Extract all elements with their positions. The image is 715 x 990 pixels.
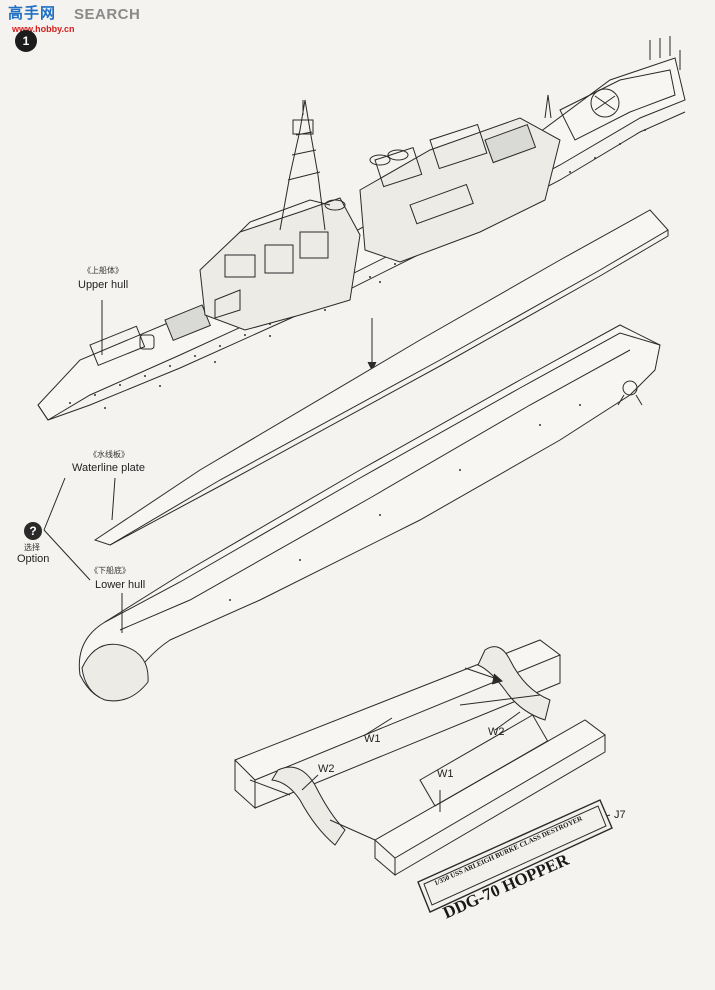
site-logo: 高手网 www.hobby.cn SEARCH — [4, 4, 140, 44]
site-brand: SEARCH — [74, 6, 141, 23]
waterline-plate-drawing — [93, 209, 669, 546]
upper-hull-label-cn: 《上船体》 — [83, 266, 123, 275]
waterline-plate-label-cn: 《水线板》 — [89, 450, 129, 459]
lower-hull-drawing — [78, 324, 661, 702]
part-label-w2-bottom: W2 — [318, 763, 335, 775]
option-label-cn: 选择 — [24, 543, 40, 552]
site-url: www.hobby.cn — [12, 24, 75, 34]
option-question-icon: ? — [24, 522, 42, 540]
option-label: Option — [17, 553, 50, 565]
upper-hull-label: Upper hull — [78, 279, 129, 291]
part-label-w2-top: W2 — [488, 726, 505, 738]
part-label-j7: J7 — [614, 809, 626, 821]
display-stand-drawing — [234, 639, 613, 913]
lower-hull-label-cn: 《下船底》 — [90, 566, 130, 575]
part-label-w1-bottom: W1 — [437, 768, 454, 780]
step-number-badge: 1 — [15, 30, 37, 52]
part-label-w1-top: W1 — [364, 733, 381, 745]
lower-hull-label: Lower hull — [95, 579, 146, 591]
waterline-plate-label: Waterline plate — [72, 462, 145, 474]
site-name-cn: 高手网 — [8, 5, 57, 22]
upper-hull-drawing — [37, 36, 686, 421]
